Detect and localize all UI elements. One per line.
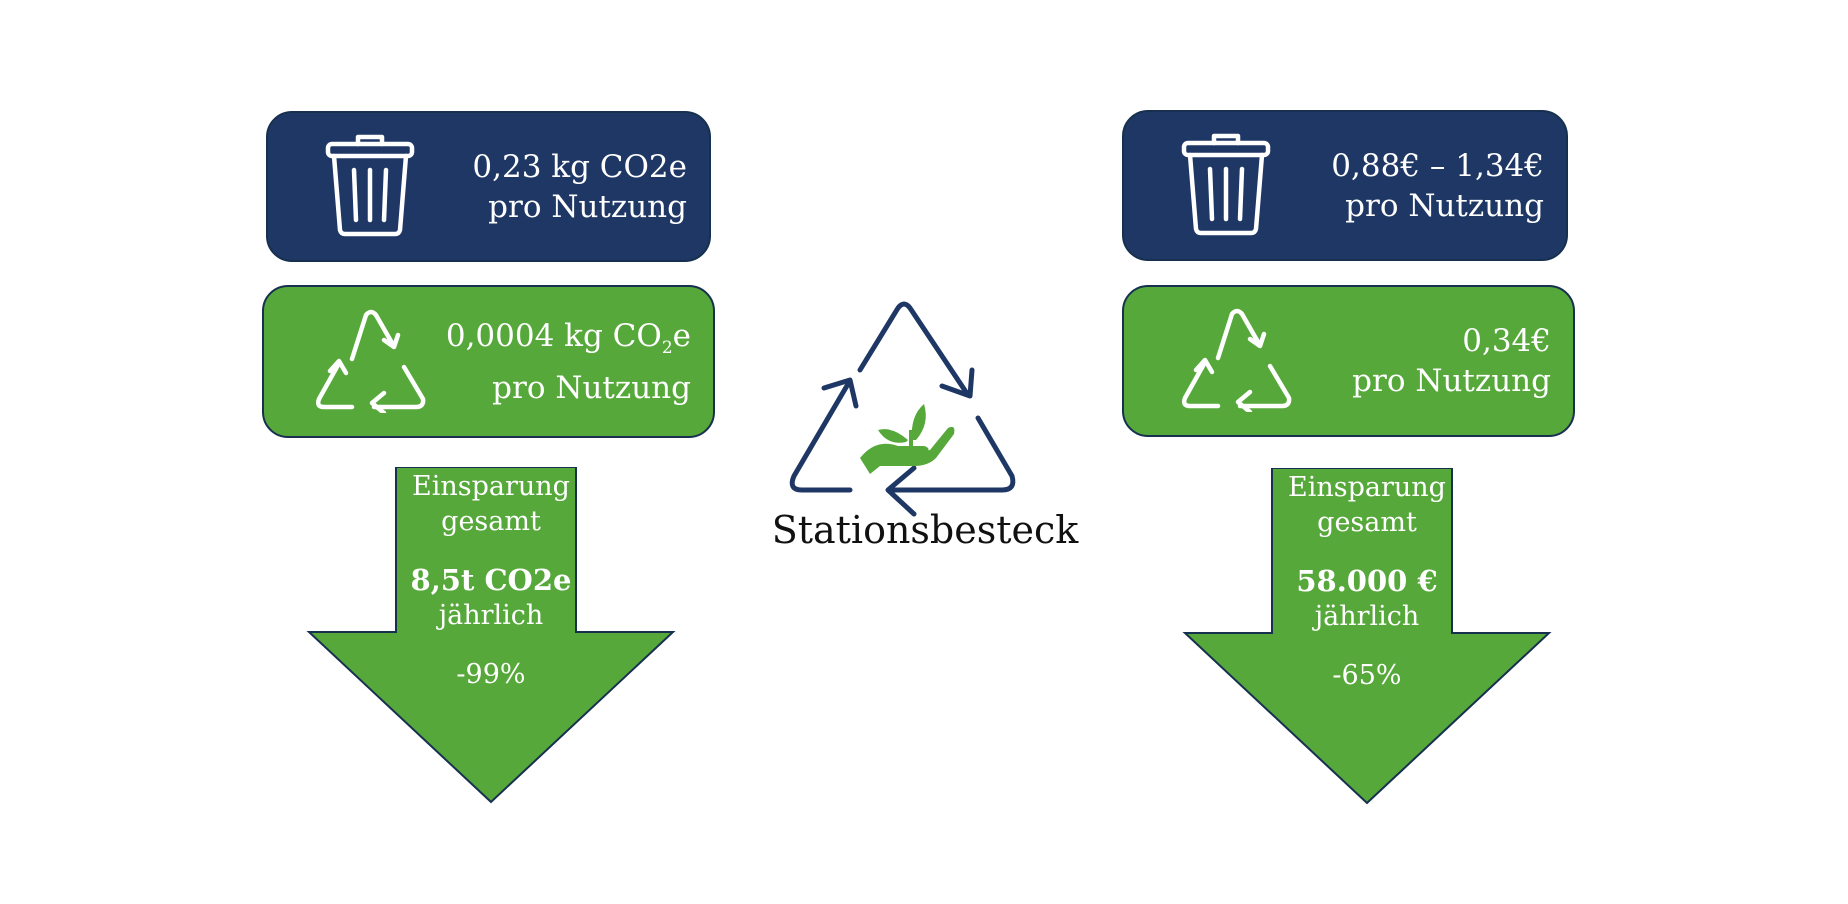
right-reusable-text: 0,34€ pro Nutzung bbox=[1352, 321, 1551, 401]
left-disposable-co2: 0,23 kg CO2e bbox=[472, 148, 687, 185]
right-disposable-unit: pro Nutzung bbox=[1345, 187, 1544, 224]
right-savings-arrow: Einsparung gesamt 58.000 € jährlich -65% bbox=[1181, 468, 1553, 806]
left-reusable-card: 0,0004 kg CO2e pro Nutzung bbox=[262, 285, 715, 438]
trash-can-icon bbox=[1180, 131, 1272, 241]
left-savings-period: jährlich bbox=[438, 600, 544, 631]
left-disposable-card: 0,23 kg CO2e pro Nutzung bbox=[266, 111, 711, 262]
center-recycle-logo bbox=[780, 300, 1080, 560]
right-savings-text: Einsparung gesamt 58.000 € jährlich -65% bbox=[1181, 470, 1553, 693]
recycle-icon bbox=[312, 307, 430, 417]
trash-can-icon bbox=[324, 132, 416, 242]
right-disposable-card: 0,88€ – 1,34€ pro Nutzung bbox=[1122, 110, 1568, 261]
left-reusable-unit: pro Nutzung bbox=[492, 369, 691, 406]
left-savings-label-1: Einsparung bbox=[412, 471, 570, 502]
right-disposable-cost: 0,88€ – 1,34€ bbox=[1331, 147, 1544, 184]
center-title: Stationsbesteck bbox=[771, 508, 1079, 552]
right-savings-period: jährlich bbox=[1314, 601, 1420, 632]
right-savings-percent: -65% bbox=[1332, 660, 1402, 691]
left-savings-arrow: Einsparung gesamt 8,5t CO2e jährlich -99… bbox=[305, 467, 677, 805]
right-reusable-unit: pro Nutzung bbox=[1352, 363, 1551, 399]
right-savings-label-2: gesamt bbox=[1317, 507, 1417, 538]
right-savings-value: 58.000 € bbox=[1296, 564, 1438, 598]
recycle-icon bbox=[1178, 306, 1296, 416]
left-disposable-text: 0,23 kg CO2e pro Nutzung bbox=[472, 147, 687, 227]
right-disposable-text: 0,88€ – 1,34€ pro Nutzung bbox=[1331, 146, 1544, 226]
left-reusable-text: 0,0004 kg CO2e pro Nutzung bbox=[446, 315, 691, 407]
left-savings-value: 8,5t CO2e bbox=[410, 563, 572, 597]
left-reusable-co2: 0,0004 kg CO2e bbox=[445, 317, 691, 358]
left-savings-text: Einsparung gesamt 8,5t CO2e jährlich -99… bbox=[305, 469, 677, 692]
right-reusable-card: 0,34€ pro Nutzung bbox=[1122, 285, 1575, 437]
left-disposable-unit: pro Nutzung bbox=[488, 188, 687, 225]
left-savings-label-2: gesamt bbox=[441, 506, 541, 537]
right-reusable-cost: 0,34€ bbox=[1462, 323, 1551, 359]
left-savings-percent: -99% bbox=[456, 659, 526, 690]
right-savings-label-1: Einsparung bbox=[1288, 472, 1446, 503]
